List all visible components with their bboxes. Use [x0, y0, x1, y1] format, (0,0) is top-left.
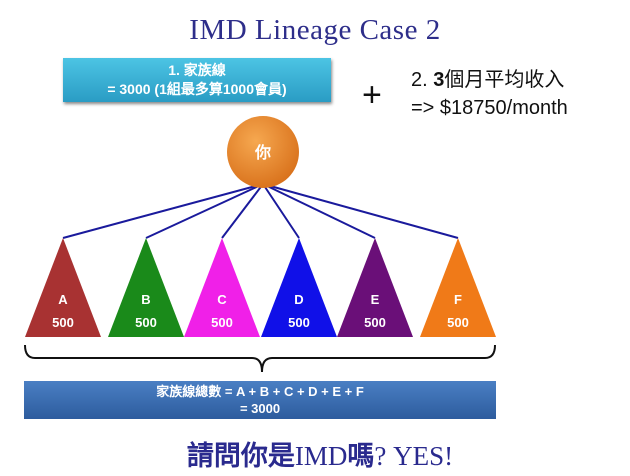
income-prefix: 2.	[411, 69, 434, 91]
branch-value-f: 500	[447, 315, 469, 330]
question-imd: IMD	[294, 441, 348, 471]
family-line-heading: 1. 家族線	[168, 62, 226, 78]
branch-value-c: 500	[211, 315, 233, 330]
closing-question: 請問你是IMD嗎? YES!	[0, 434, 630, 473]
income-months: 3	[433, 69, 445, 91]
income-label: 個月平均收入	[444, 69, 565, 91]
branch-value-e: 500	[364, 315, 386, 330]
plus-sign: +	[362, 76, 382, 114]
branch-line-d	[262, 183, 300, 239]
branch-line-f	[262, 183, 459, 239]
branch-name-b: B	[141, 292, 150, 307]
question-yes: ? YES!	[374, 441, 454, 471]
branch-line-b	[145, 183, 264, 239]
branch-name-a: A	[58, 292, 68, 307]
root-node-you	[227, 116, 299, 188]
branch-line-a	[62, 183, 264, 239]
branch-value-d: 500	[288, 315, 310, 330]
branch-triangle-a	[25, 238, 101, 337]
branch-triangle-e	[337, 238, 413, 337]
question-cjk-2: 嗎	[347, 441, 375, 472]
branch-value-a: 500	[52, 315, 74, 330]
branch-triangle-f	[420, 238, 496, 337]
branch-name-e: E	[371, 292, 380, 307]
slide-title: IMD Lineage Case 2	[189, 14, 441, 46]
branch-line-c	[221, 183, 264, 239]
income-amount: => $18750/month	[411, 97, 568, 119]
branch-triangle-d	[261, 238, 337, 337]
total-box: 家族線總數 = A + B + C + D + E + F = 3000	[24, 381, 496, 419]
family-line-box: 1. 家族線 = 3000 (1組最多算1000會員)	[63, 58, 331, 102]
branch-name-d: D	[294, 292, 303, 307]
branch-value-b: 500	[135, 315, 157, 330]
branch-name-f: F	[454, 292, 462, 307]
branch-triangle-b	[108, 238, 184, 337]
total-formula: 家族線總數 = A + B + C + D + E + F	[156, 384, 364, 399]
root-label: 你	[254, 143, 271, 162]
question-cjk-1: 請問你是	[186, 441, 295, 472]
branch-line-e	[262, 183, 376, 239]
branch-triangle-c	[184, 238, 260, 337]
branch-name-c: C	[217, 292, 227, 307]
total-value: = 3000	[239, 401, 281, 416]
family-line-value: = 3000 (1組最多算1000會員)	[107, 81, 287, 97]
group-brace	[24, 344, 496, 373]
income-text: 2. 3個月平均收入 => $18750/month	[411, 66, 568, 122]
